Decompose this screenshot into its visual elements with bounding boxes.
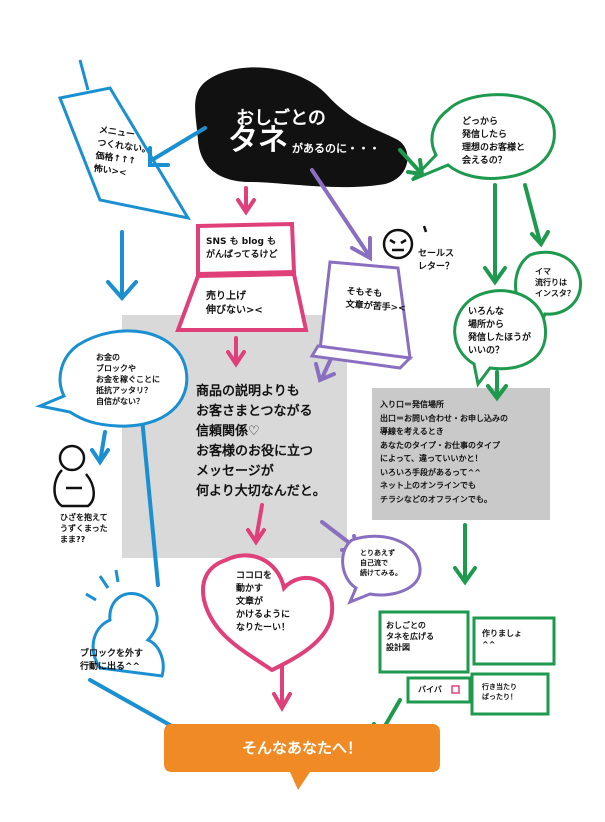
place-bubble-outline [453, 289, 547, 388]
self-bubble-text: とりあえず 自己流で 続けてみる。 [360, 549, 402, 577]
knees-person-icon [53, 444, 95, 508]
title-big: タネ [228, 123, 288, 158]
writing-paper [309, 260, 414, 370]
sales-trapezoid-outline [175, 271, 309, 332]
self-bubble-outline [341, 534, 422, 605]
top-right-bubble-text: どっから 発信したら 理想のお客様と 会えるの？ [462, 117, 526, 166]
small-mark [451, 685, 460, 694]
gray-right-panel [372, 388, 550, 520]
face-icon [382, 225, 428, 260]
sales-letter-text: セールス レター？ [418, 249, 455, 272]
green-boxes [378, 610, 556, 716]
block-person-text: ブロックを外す 行動に出る^^ [80, 649, 144, 672]
sales-label-text: 売り上げ 伸びない>< [206, 291, 263, 316]
green-box-make: 作りましょ ^^ [482, 629, 522, 649]
money-bubble-text: お金の ブロックや お金を稼ぐことに 抵抗アッタリ？ 自信がない？ [96, 353, 160, 406]
center-message-text: 商品の説明よりも お客さまとつながる 信頼関係♡ お客様のお役に立つ メッセージ… [196, 384, 326, 499]
top-right-bubble-outline [410, 93, 556, 182]
knees-caption-text: ひざを抱えて うずくまった まま?? [60, 513, 108, 544]
menu-tag [57, 59, 192, 221]
sns-box-text: SNS も blog も がんばってるけど [206, 237, 278, 260]
entrance-box-text: 入り口＝発信場所 出口＝お問い合わせ・お申し込みの 導線を考えるとき あなたのタ… [380, 400, 508, 504]
green-box-bye: バイバ [418, 685, 442, 694]
money-bubble-outline [34, 329, 189, 428]
spark-lines [85, 569, 120, 602]
block-person-outline [91, 592, 165, 678]
title-blob [195, 67, 408, 188]
insta-bubble-text: イマ 流行りは インスタ？ [535, 267, 575, 298]
place-bubble-text: いろんな 場所から 発信したほうが いいの？ [468, 307, 532, 356]
heart-text: ココロを 動かす 文章が かけるように なりたーい！ [236, 571, 291, 633]
cta-button-shape [164, 724, 440, 790]
menu-tag-text: メニュー つくれない。 価格↑↑↑ 怖い>< [92, 125, 152, 179]
title-rest: があるのに・・・ [292, 142, 380, 155]
green-box-design: おしごとの タネを広げる 設計図 [386, 621, 434, 652]
title-line1: おしごとの [236, 108, 326, 129]
writing-paper-text: そもそも 文章が苦手>< [345, 286, 406, 315]
green-box-random: 行き当たり ばったり！ [482, 683, 517, 701]
heart-outline [201, 553, 335, 673]
cta-button[interactable]: そんなあなたへ！ [241, 739, 362, 757]
